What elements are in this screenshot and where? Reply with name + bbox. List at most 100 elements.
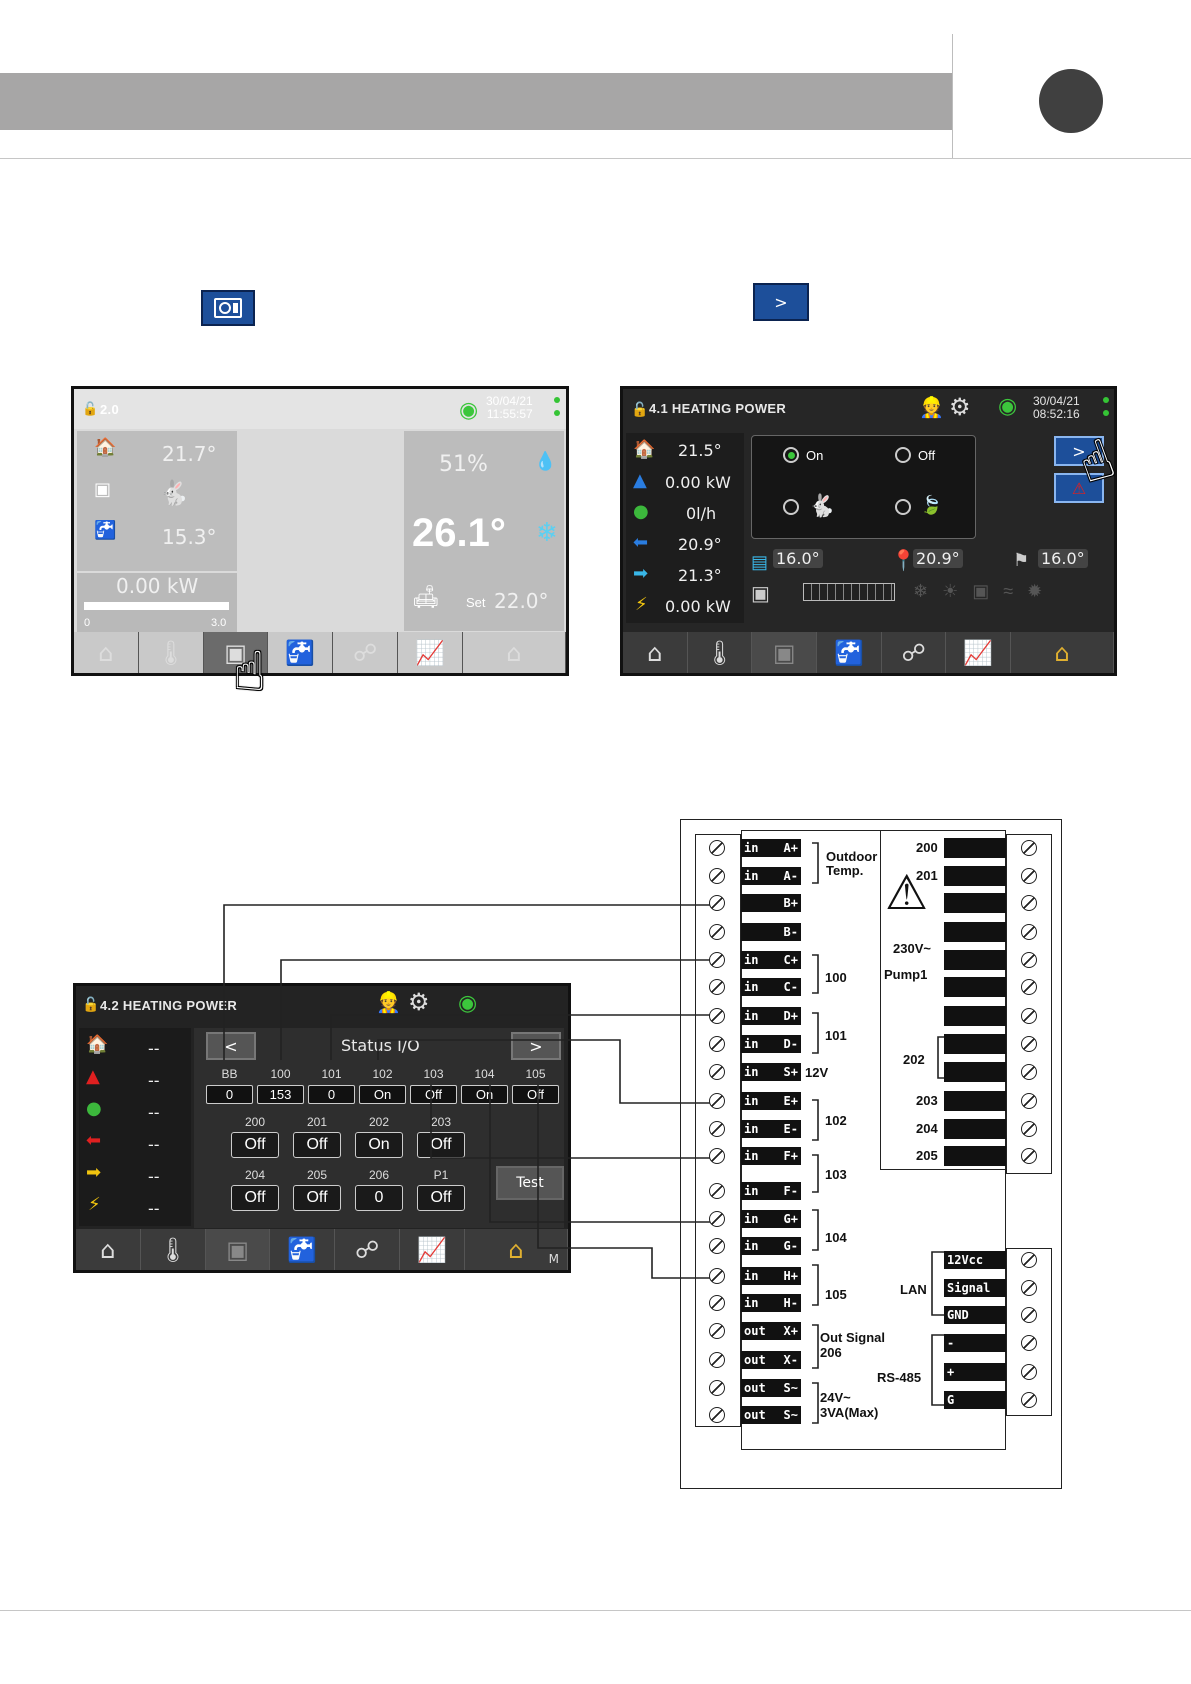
lock-icon: 🔓 [82, 996, 100, 1012]
pin-name: S~ [783, 1408, 798, 1422]
io-value: 153 [257, 1085, 304, 1104]
screw-terminal [709, 1183, 725, 1199]
screw-terminal [709, 1380, 725, 1396]
thermometer-tab[interactable]: 🌡 [141, 1229, 206, 1270]
plug-tab[interactable]: ☍ [882, 632, 947, 673]
relay-headers-1: 200 201 202 203 [231, 1115, 465, 1129]
pin-name: S~ [783, 1381, 798, 1395]
off-label: Off [918, 448, 936, 463]
rs485-pin-label: - [947, 1336, 955, 1350]
screw-terminal [1021, 1392, 1037, 1408]
pin-name: A+ [783, 841, 798, 855]
time: 11:55:57 [486, 407, 533, 421]
chart-tab[interactable]: 📈 [398, 632, 463, 673]
tap-tab[interactable]: 🚰 [817, 632, 882, 673]
pin-name: E+ [783, 1094, 798, 1108]
alarm-button[interactable]: ⚠ [1054, 473, 1104, 503]
bracket-rs485 [931, 1334, 944, 1406]
technician-icon: 👷 [919, 397, 944, 419]
screw-terminal [709, 1238, 725, 1254]
v24-text: 24V~ [820, 1390, 851, 1405]
heat-pump-tab[interactable]: ▣ [752, 632, 818, 673]
green-circle-icon: ● [86, 1098, 102, 1119]
next-button[interactable]: > [753, 283, 809, 321]
radio-on[interactable] [783, 447, 799, 463]
chart-tab[interactable]: 📈 [946, 632, 1012, 673]
screw-terminal [1021, 1036, 1037, 1052]
lock-icon: 🔓 [82, 401, 99, 416]
bracket-s [812, 1382, 819, 1424]
house-logo-tab[interactable]: ⌂ [463, 632, 566, 673]
location-pin-icon: 📍 [891, 550, 916, 572]
radio-boost[interactable] [783, 499, 799, 515]
pin-io: in [744, 1122, 759, 1136]
thermometer-tab[interactable]: 🌡 [139, 632, 204, 673]
relay-block [944, 1146, 1006, 1166]
tap-tab[interactable]: 🚰 [268, 632, 334, 673]
chart-tab[interactable]: 📈 [400, 1229, 465, 1270]
pin-name: B- [783, 925, 798, 939]
target-temp: 16.0° [1038, 549, 1088, 568]
io-value: Off [512, 1085, 559, 1104]
relay-block [944, 950, 1006, 970]
io-headers: BB 100 101 102 103 104 105 [206, 1067, 559, 1081]
next-button[interactable]: > [1054, 436, 1104, 466]
header-bar [0, 73, 952, 130]
header-divider [952, 34, 953, 159]
relay-number: 204 [916, 1121, 938, 1136]
next-button[interactable]: > [511, 1032, 561, 1060]
heat-pump-tab[interactable]: ▣ [203, 632, 269, 673]
radio-off[interactable] [895, 447, 911, 463]
lan-pin-label: GND [947, 1308, 969, 1322]
thermometer-tab[interactable]: 🌡 [688, 632, 753, 673]
plug-tab[interactable]: ☍ [333, 632, 399, 673]
house-logo-tab[interactable]: ⌂M [465, 1229, 568, 1270]
screw-terminal [1021, 868, 1037, 884]
lightning-icon: ⚡ [635, 594, 648, 615]
relay-header: 204 [244, 1168, 266, 1182]
radio-eco[interactable] [895, 499, 911, 515]
screw-terminal [1021, 1335, 1037, 1351]
home-tab[interactable]: ⌂ [74, 632, 139, 673]
heat-pump-menu-button[interactable] [201, 290, 255, 326]
wire-100 [280, 959, 710, 1060]
bracket-a [812, 842, 819, 884]
house-logo-tab[interactable]: ⌂ [1011, 632, 1114, 673]
wifi-icon: ◉ [458, 990, 478, 1015]
tap-tab[interactable]: 🚰 [270, 1229, 336, 1270]
relay-value: Off [231, 1132, 279, 1158]
io-header: BB [221, 1067, 238, 1081]
test-button[interactable]: Test [496, 1166, 564, 1200]
home-tab[interactable]: ⌂ [76, 1229, 141, 1270]
bracket-lan [931, 1251, 944, 1316]
io-header: 105 [525, 1067, 546, 1081]
wire-bb [223, 904, 710, 1060]
relay-value: On [355, 1132, 403, 1158]
status-dot [554, 410, 560, 416]
prev-button[interactable]: < [206, 1032, 256, 1060]
tank-icon: ▤ [751, 552, 769, 572]
tap-icon: 🚰 [94, 520, 117, 541]
home-tab[interactable]: ⌂ [623, 632, 688, 673]
rs485-pin-label: G [947, 1393, 955, 1407]
screw-terminal [709, 1148, 725, 1164]
header-rule [0, 158, 1191, 159]
bracket-e [812, 1099, 819, 1141]
heat-pump-tab[interactable]: ▣ [205, 1229, 271, 1270]
relay-number: 205 [916, 1148, 938, 1163]
warning-icon: ⚠ [1071, 478, 1087, 498]
room-temp: 26.1° [412, 511, 506, 555]
date: 30/04/21 [486, 394, 533, 408]
plug-tab[interactable]: ☍ [335, 1229, 401, 1270]
screw-terminal [709, 1064, 725, 1080]
pin-io: out [744, 1324, 766, 1338]
screw-terminal [1021, 1093, 1037, 1109]
relay-block [944, 977, 1006, 997]
pin-name: A- [783, 869, 798, 883]
pin-name: S+ [783, 1065, 798, 1079]
